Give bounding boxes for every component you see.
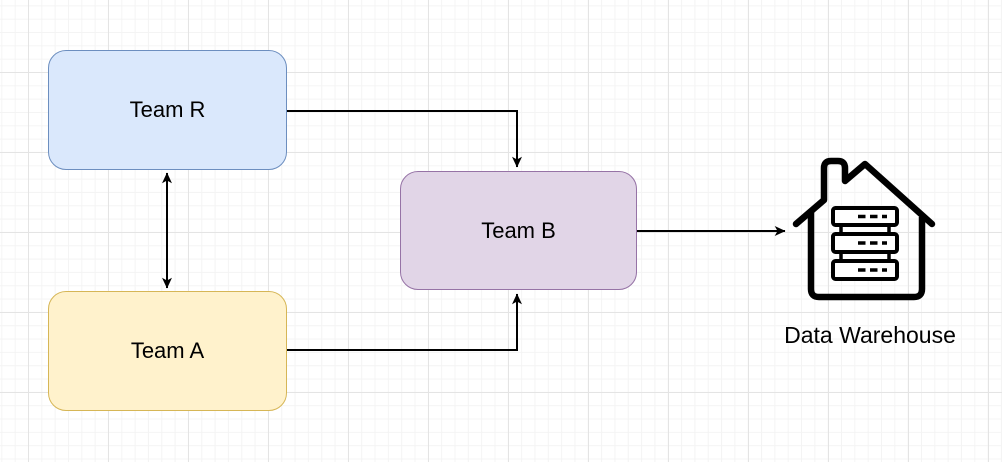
house-roof-and-chimney xyxy=(792,157,936,228)
node-team-r-label: Team R xyxy=(129,97,206,122)
node-team-b-label: Team B xyxy=(481,217,556,243)
server-stack xyxy=(831,206,899,281)
node-team-b[interactable]: Team B xyxy=(400,171,637,290)
house-walls xyxy=(807,212,926,301)
node-team-a[interactable]: Team A xyxy=(48,291,287,411)
edge-team-r-to-team-b[interactable] xyxy=(287,110,522,168)
edge-team-a-to-team-b[interactable] xyxy=(287,293,522,351)
server-lights xyxy=(858,214,887,272)
node-team-r[interactable]: Team R xyxy=(48,50,287,170)
node-team-a-label: Team A xyxy=(130,338,205,363)
data-warehouse-label: Data Warehouse xyxy=(784,322,956,348)
data-warehouse-icon[interactable] xyxy=(778,148,948,313)
